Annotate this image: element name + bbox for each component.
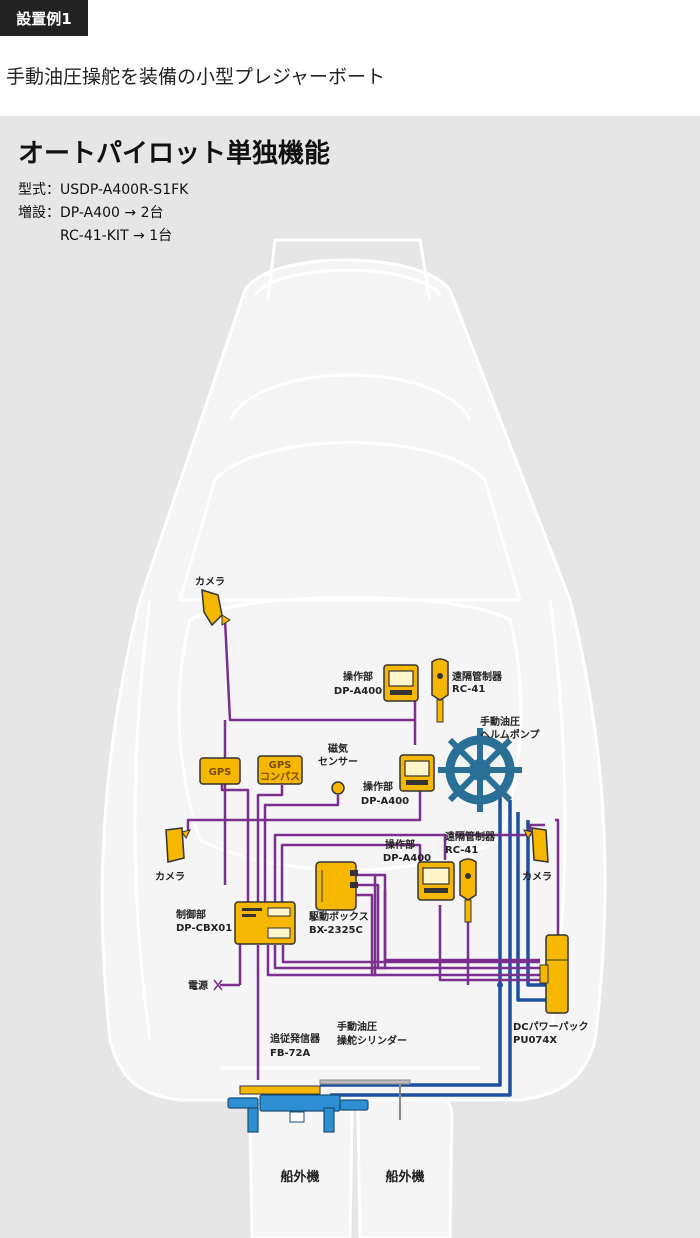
helm-pump-label-2: ヘルムポンプ	[480, 728, 540, 741]
steering-cylinder-assembly: 追従発信器 FB-72A 手動油圧 操舵シリンダー	[227, 1020, 411, 1133]
camera-top-label: カメラ	[195, 576, 225, 588]
remote-2-label-2: RC-41	[445, 845, 478, 856]
hydraulic-lines	[320, 790, 548, 1097]
cylinder-label-1: 手動油圧	[337, 1020, 377, 1033]
camera-right-label: カメラ	[522, 871, 552, 883]
control-unit-1: 操作部 DP-A400	[334, 664, 419, 702]
dc-power-pack-label-2: PU074X	[513, 1035, 557, 1046]
example-badge: 設置例1	[0, 0, 88, 36]
drive-box: 駆動ボックス BX-2325C	[308, 861, 369, 936]
outboard-right: 船外機	[356, 1098, 454, 1238]
power-label: 電源	[188, 979, 208, 992]
magnetic-sensor: 磁気 センサー	[318, 742, 358, 795]
gps-compass: GPS コンパス	[257, 755, 303, 785]
mag-sensor-label-2: センサー	[318, 756, 358, 768]
remote-1: 遠隔管制器 RC-41	[431, 658, 503, 723]
mag-sensor-label-1: 磁気	[328, 742, 348, 755]
control-unit-2: 操作部 DP-A400	[361, 754, 435, 807]
spec-model: 型式：USDP-A400R-S1FK	[18, 182, 189, 198]
controller-label-2: DP-CBX01	[176, 923, 232, 934]
diagram-title: オートパイロット単独機能	[18, 138, 330, 169]
gps-label: GPS	[209, 767, 232, 778]
dc-power-pack-label-1: DCパワーパック	[513, 1021, 589, 1033]
control-unit-3: 操作部 DP-A400	[383, 838, 455, 901]
control-unit-1-label-2: DP-A400	[334, 686, 382, 697]
camera-left-label: カメラ	[155, 871, 185, 883]
spec-add-2: RC-41-KIT → 1台	[60, 228, 172, 244]
cylinder-label-2: 操舵シリンダー	[337, 1034, 407, 1047]
gps-compass-label-2: コンパス	[260, 771, 300, 783]
outboard-left-label: 船外機	[280, 1169, 319, 1185]
boat-hull	[100, 238, 607, 1102]
controller-label-1: 制御部	[176, 908, 206, 921]
page-subtitle: 手動油圧操舵を装備の小型プレジャーボート	[6, 66, 386, 88]
signal-wires	[186, 619, 560, 1080]
remote-1-label-2: RC-41	[452, 684, 485, 695]
remote-2: 遠隔管制器 RC-41	[445, 830, 496, 923]
remote-2-label-1: 遠隔管制器	[445, 830, 496, 843]
follow-unit-label-2: FB-72A	[270, 1048, 311, 1059]
drive-box-label-2: BX-2325C	[309, 925, 363, 936]
control-unit-2-label-2: DP-A400	[361, 796, 409, 807]
control-unit-3-label-1: 操作部	[385, 838, 415, 851]
dc-power-pack: DCパワーパック PU074X	[513, 934, 589, 1046]
controller: 制御部 DP-CBX01	[176, 901, 296, 945]
follow-unit-label-1: 追従発信器	[270, 1032, 321, 1045]
camera-right: カメラ	[522, 827, 552, 883]
control-unit-1-label-1: 操作部	[343, 670, 373, 683]
gps: GPS	[199, 757, 241, 785]
helm-pump: 手動油圧 ヘルムポンプ	[438, 715, 540, 812]
gps-compass-label-1: GPS	[269, 760, 292, 771]
camera-left: カメラ	[155, 827, 191, 883]
control-unit-2-label-1: 操作部	[363, 780, 393, 793]
spec-add-1: 増設：DP-A400 → 2台	[18, 205, 164, 221]
outboard-right-label: 船外機	[385, 1169, 424, 1185]
remote-1-label-1: 遠隔管制器	[452, 670, 503, 683]
helm-pump-label-1: 手動油圧	[480, 715, 520, 728]
camera-top: カメラ	[195, 576, 231, 627]
drive-box-label-1: 駆動ボックス	[308, 910, 369, 923]
control-unit-3-label-2: DP-A400	[383, 853, 431, 864]
power: 電源	[188, 979, 223, 992]
